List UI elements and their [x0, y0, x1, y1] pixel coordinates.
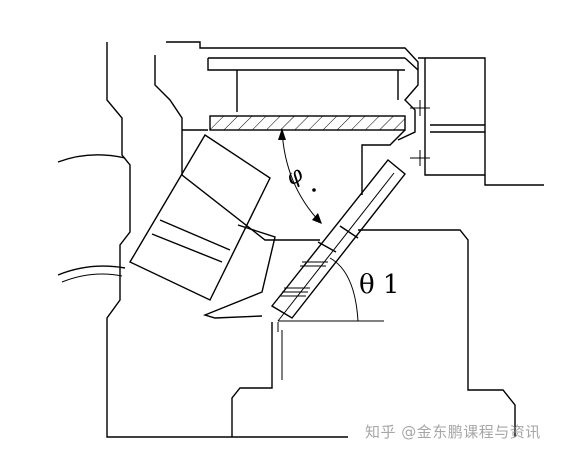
cup-spacer-hatched: [209, 115, 406, 131]
upper-housing-rib: [207, 57, 419, 71]
phi-arrow-bottom: [312, 213, 322, 224]
center-dot: [312, 188, 316, 192]
inner-ring-contour: [181, 130, 320, 241]
upper-housing-top: [166, 41, 419, 141]
cup-seat: [182, 129, 406, 195]
upper-housing-inner: [154, 55, 183, 130]
sleeve-inner: [317, 225, 359, 253]
angled-sleeve: [270, 159, 406, 319]
upper-housing-shoulder: [236, 70, 399, 112]
roller-left-flange: [202, 224, 276, 319]
theta-label: θ 1: [359, 270, 400, 300]
phi-angle-arc: [281, 129, 321, 223]
watermark: 知乎 @金东鹏课程与资讯: [365, 423, 541, 441]
right-bolt-marks: [410, 100, 430, 166]
roller-left: [129, 134, 271, 301]
left-housing-contour: [106, 42, 348, 438]
sleeve-hatch: [280, 261, 328, 297]
left-shaft-arc-upper: [57, 154, 126, 163]
theta-angle-arc: [329, 257, 359, 322]
right-cover-inner: [424, 58, 485, 176]
right-lower-housing: [358, 229, 516, 437]
right-cover: [418, 57, 544, 186]
left-shaft-arc-lower: [57, 265, 126, 276]
theta-incline-line: [277, 172, 395, 322]
roller-left-cross: [151, 219, 231, 263]
bottom-inner-step: [231, 322, 273, 437]
left-shaft-arc-lower-2: [61, 273, 123, 283]
phi-arrow-top: [278, 128, 286, 140]
